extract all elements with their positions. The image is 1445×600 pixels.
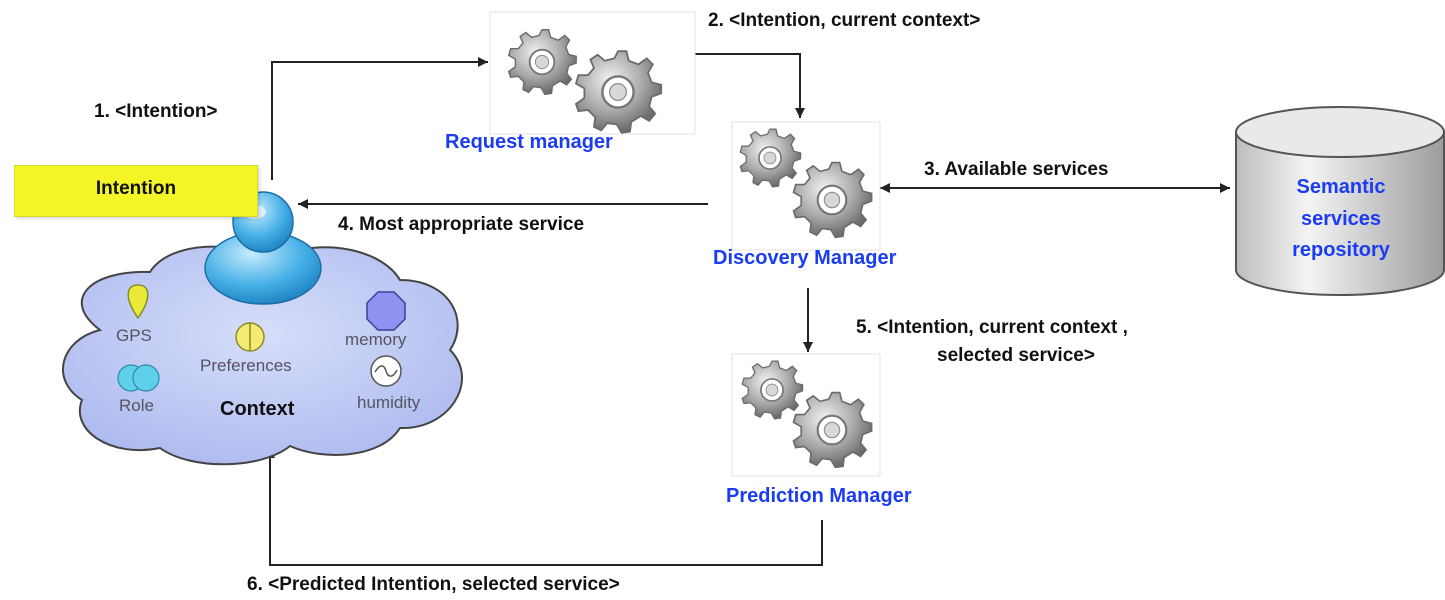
connectors [265,53,1230,566]
intention-label: Intention [95,178,177,199]
message-6: 6. <Predicted Intention, selected servic… [247,574,620,595]
context-item-gps: GPS [116,326,152,345]
arrow-2-intention-context [690,53,805,118]
humidity-icon [370,355,402,387]
context-item-memory: memory [345,330,407,349]
message-1: 1. <Intention> [94,101,218,122]
message-3: 3. Available services [924,159,1109,180]
request-manager-label: Request manager [445,131,613,153]
message-5-line2: selected service> [937,345,1095,366]
context-item-role: Role [119,396,154,415]
message-4: 4. Most appropriate service [338,214,585,235]
prediction-manager-label: Prediction Manager [726,485,912,507]
gps-pin-icon [127,284,149,320]
intention-box: Intention [14,165,258,217]
discovery-manager-label: Discovery Manager [713,247,897,269]
memory-octagon-icon [366,291,406,331]
arrow-6-predicted-intention [265,448,823,566]
repository-label-line1: Semantic [1296,176,1386,198]
context-item-preferences: Preferences [200,356,292,375]
context-item-humidity: humidity [357,393,421,412]
repository-label-line2: services [1300,208,1382,230]
message-5-line1: 5. <Intention, current context , [856,317,1128,338]
repository-label-line3: repository [1292,239,1390,261]
context-title: Context [220,398,295,420]
arrow-1-intention [271,57,488,180]
cloud-icon [62,245,463,466]
preferences-icon [235,322,265,352]
role-icon [117,364,160,392]
database-icon [1235,106,1445,296]
message-2: 2. <Intention, current context> [708,10,981,31]
